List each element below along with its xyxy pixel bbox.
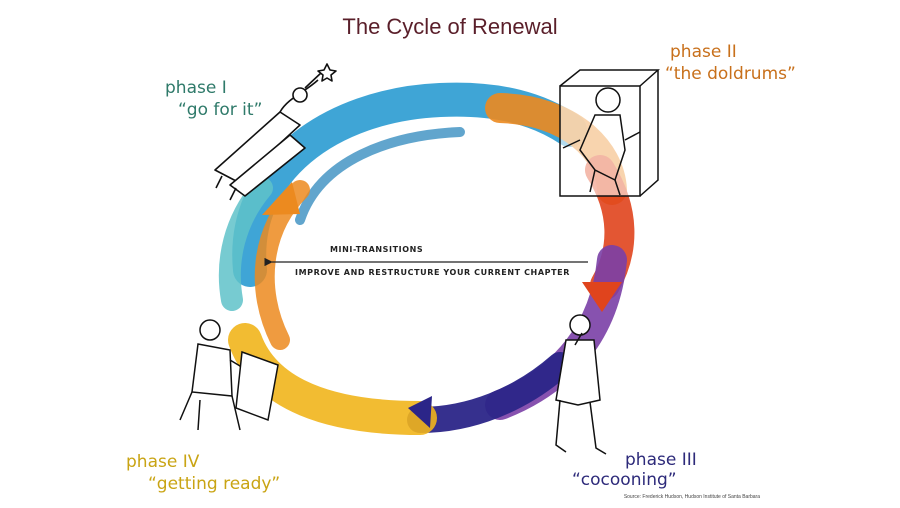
mini-transitions-heading: MINI-TRANSITIONS	[330, 245, 424, 254]
phase-2-subtitle: “the doldrums”	[665, 64, 796, 84]
ring-segment-indigo	[407, 352, 573, 433]
phase-3-name: phase III	[625, 450, 697, 470]
phase-4-subtitle: “getting ready”	[148, 474, 281, 494]
thinking-man-icon	[555, 314, 607, 455]
phase-1-subtitle: “go for it”	[178, 100, 263, 120]
phase-1-name: phase I	[165, 78, 227, 98]
mini-transitions-description: IMPROVE AND RESTRUCTURE YOUR CURRENT CHA…	[295, 268, 570, 277]
phase-3-subtitle: “cocooning”	[572, 470, 677, 490]
arrowhead-indigo	[408, 396, 432, 428]
arrowhead-orange	[262, 182, 300, 215]
seated-figure-easel-icon	[179, 319, 279, 431]
phase-4-name: phase IV	[126, 452, 200, 472]
flying-figure-star-icon	[214, 63, 337, 201]
phase-2-name: phase II	[670, 42, 737, 62]
ring-segment-teal	[218, 177, 273, 311]
source-credit: Source: Frederick Hudson, Hudson Institu…	[623, 494, 760, 500]
ring-arrowheads	[262, 182, 622, 428]
arrowhead-red	[582, 282, 622, 312]
figure-in-box-icon	[559, 69, 660, 197]
ring-segment-blue-inner	[295, 127, 465, 225]
diagram-title: The Cycle of Renewal	[342, 14, 558, 39]
